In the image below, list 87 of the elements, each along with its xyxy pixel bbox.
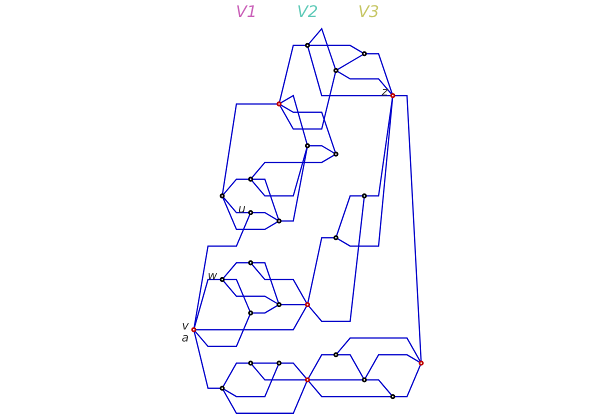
vertex-circle [390,394,396,400]
edge-line [195,306,308,330]
vertex-label: u [238,202,246,216]
edge-line [280,147,308,222]
edge-line [337,97,394,247]
vertex-circle [333,352,338,358]
edge-line [337,54,364,70]
edge-line [222,280,278,304]
edge-line [366,97,394,197]
edge-line [394,364,422,398]
edge-line [251,264,308,304]
vertex-circle [333,235,338,240]
set-label: V1 [236,2,257,20]
edge-line [337,70,392,95]
edge-line [280,304,306,306]
edge-line [309,379,363,380]
edge-line [364,354,420,379]
vertex-circle [333,152,338,157]
vertex-circle [362,193,367,198]
edge-line [252,304,278,314]
edge-line [338,354,364,379]
edge-line [222,362,249,388]
edge-line [193,214,251,328]
edge-line [280,362,307,379]
vertex-label: z [382,84,388,99]
edge-line [307,237,334,304]
edge-line [308,380,392,398]
edge-line [308,27,336,70]
vertex-circle [220,386,225,391]
edge-line [194,278,221,328]
vertex-circle [305,42,310,48]
vertex-circle [362,51,367,56]
edge-line [280,104,336,153]
edge-line [194,314,251,348]
edge-line [251,147,308,197]
set-label: V2 [296,2,318,20]
edge-line [194,331,221,389]
vertex-circle [305,377,310,382]
vertex-circle [390,93,396,98]
edge-line [336,195,363,236]
edge-line [280,94,308,144]
edge-line [224,278,251,312]
edge-line [307,46,392,96]
vertex-label: w [208,268,218,283]
edge-line [222,197,278,230]
vertex-circle [220,193,225,198]
vertex-circle [276,360,282,366]
vertex-circle [248,360,254,366]
vertex-circle [248,260,254,266]
edge-line [222,103,278,194]
edge-line [309,145,335,154]
edge-line [308,354,334,379]
edge-line [366,53,393,94]
set-label: V3 [358,2,380,20]
edge-line [222,381,308,414]
vertex-circle [191,327,196,332]
edge-line [222,196,249,214]
edge-line [309,44,364,54]
edge-line [308,198,365,322]
edge-line [279,72,336,130]
vertex-circle [333,68,338,73]
edge-line [278,44,306,102]
edge-line [251,364,306,380]
vertex-circle [418,360,424,366]
vertex-label: a [182,330,189,344]
edge-line [252,362,278,364]
vertex-circle [220,277,225,282]
vertex-circle [248,176,254,182]
edge-line [222,262,249,279]
vertex-circle [276,101,282,106]
edge-line [251,154,335,178]
edge-line [222,178,249,196]
vertex-circle [248,210,254,216]
vertex-circle [305,143,310,148]
vertex-circle [276,218,282,224]
edge-line [394,94,422,362]
edge-line [336,337,421,362]
vertex-circle [305,302,310,308]
edge-line [252,212,278,221]
vertex-circle [362,377,367,382]
vertex-circle [248,310,254,316]
vertex-circle [276,302,282,308]
edge-line [252,178,280,220]
edge-line [223,364,279,398]
edge-line [366,379,392,396]
edge-line [252,262,280,304]
vertex-label: v [182,318,189,333]
